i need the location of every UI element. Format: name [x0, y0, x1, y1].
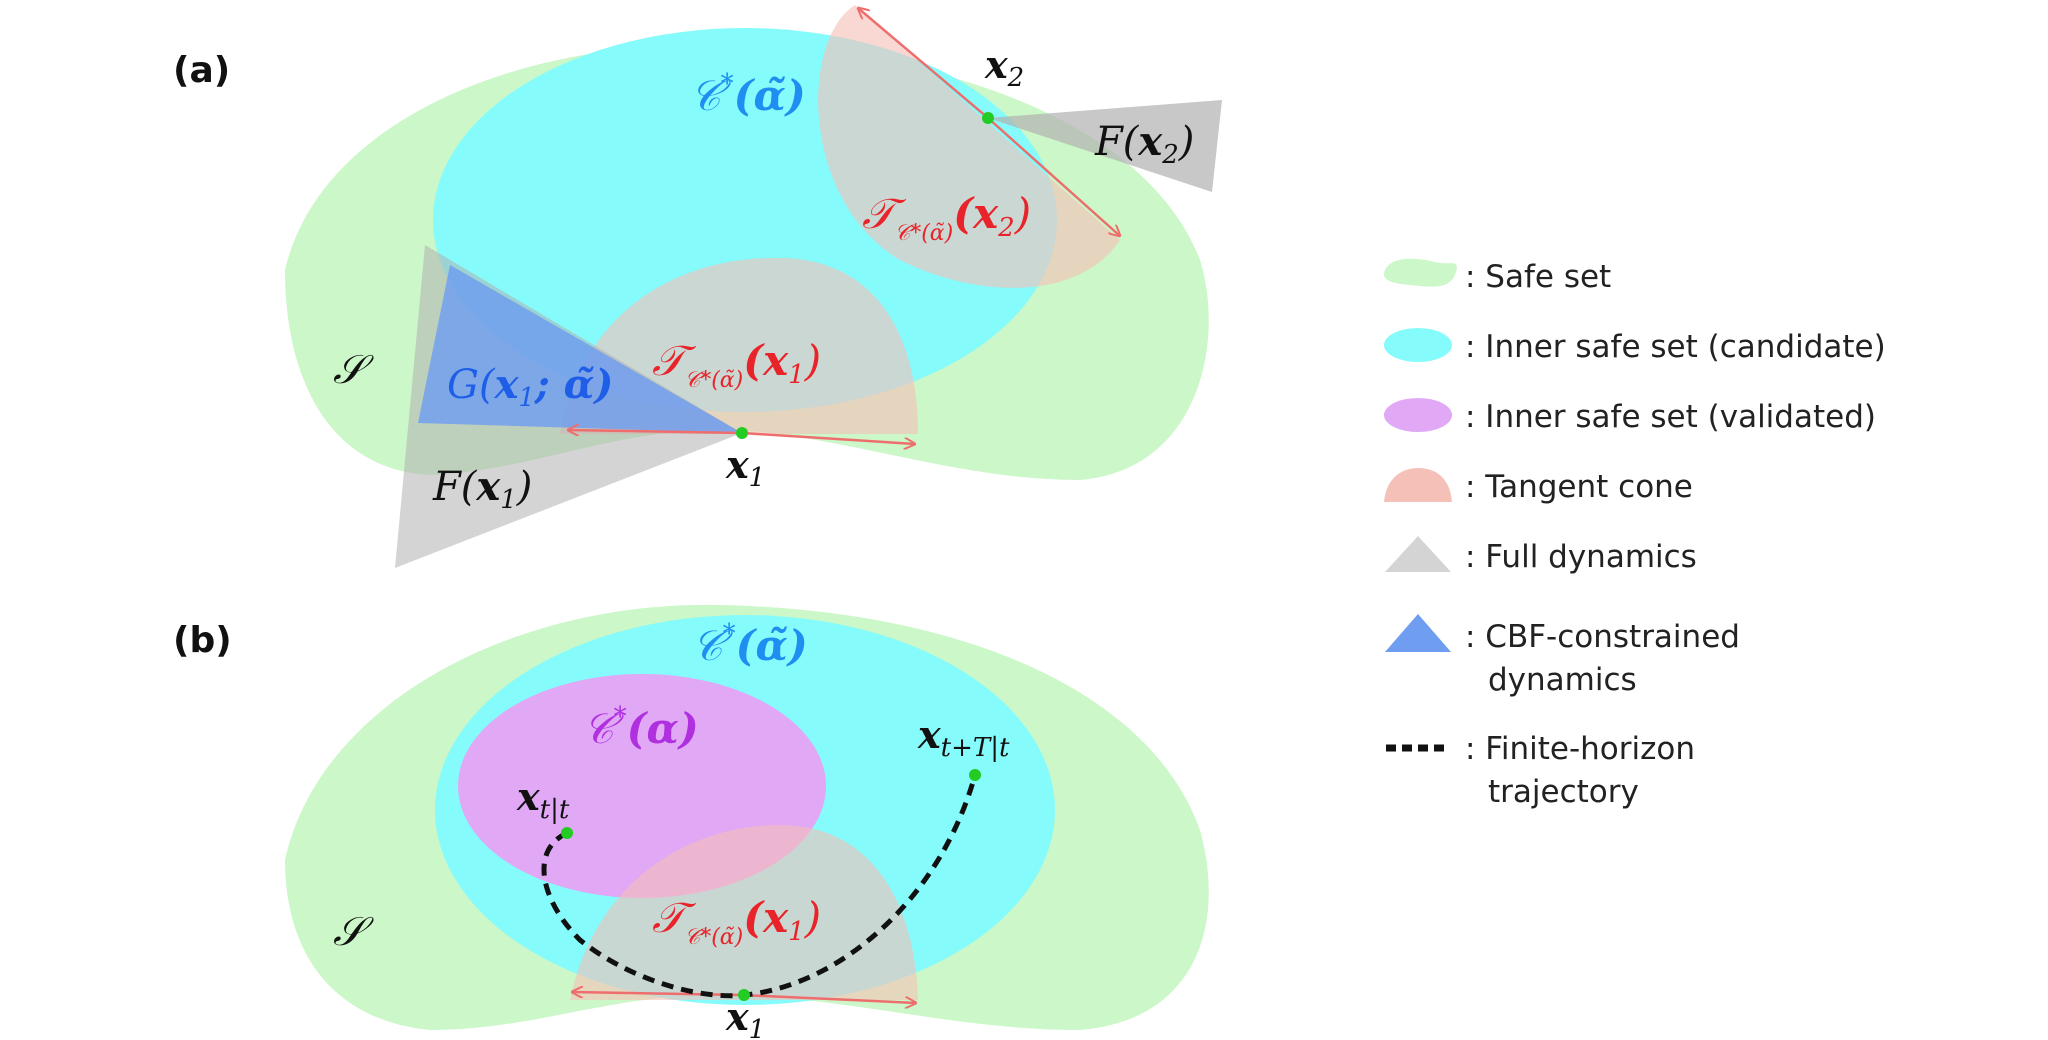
legend-label-candidate: : Inner safe set (candidate) — [1465, 329, 1886, 365]
point-end-label: xt+T|t — [917, 712, 1010, 763]
legend-swatch-validated — [1384, 398, 1452, 432]
legend: : Safe set : Inner safe set (candidate) … — [1384, 258, 1886, 810]
tangent-arrow-x1-right-b — [741, 993, 916, 1003]
point-x2-label-a: x2 — [984, 42, 1024, 93]
tangent-cone-x1-label-a: 𝒯𝒞*(α̃)(x1) — [652, 336, 821, 393]
tangent-arrow-x1-left — [568, 430, 743, 433]
tangent-arrow-x1-left-b — [572, 992, 743, 995]
legend-label-full: : Full dynamics — [1465, 539, 1697, 575]
point-x1-label-a: x1 — [725, 442, 765, 493]
legend-swatch-full — [1385, 536, 1451, 572]
point-x1-marker-b — [738, 989, 750, 1001]
panel-a: (a) 𝒮 𝒞*(α̃) 𝒯𝒞*(α̃)(x2) 𝒯𝒞*(α̃)(x1) F(x… — [173, 5, 1222, 568]
cbf-constrained-cone-x1 — [418, 265, 742, 433]
finite-horizon-trajectory — [541, 774, 978, 999]
tangent-arrow-x2-down — [987, 117, 1120, 236]
point-x1-marker — [736, 427, 748, 439]
full-dynamics-cone-x2 — [988, 100, 1222, 192]
tangent-cone-x1-label-b: 𝒯𝒞*(α̃)(x1) — [652, 893, 821, 950]
cbf-dynamics-x1-label: G(x1; α̃) — [447, 361, 613, 413]
point-start-label: xt|t — [516, 774, 570, 825]
full-dynamics-x1-label: F(x1) — [432, 463, 532, 515]
point-x2-marker — [982, 112, 994, 124]
tangent-arrow-x2-up — [858, 8, 989, 119]
full-dynamics-x2-label: F(x2) — [1094, 118, 1194, 170]
legend-label-trajectory: : Finite-horizon — [1465, 731, 1695, 767]
panel-a-label: (a) — [173, 50, 230, 91]
legend-label-trajectory-line2: trajectory — [1488, 774, 1639, 810]
legend-swatch-tangent — [1384, 468, 1452, 502]
tangent-arrow-x1-right — [741, 431, 915, 444]
tangent-cone-x1-b — [570, 825, 918, 1000]
legend-label-safe: : Safe set — [1465, 259, 1611, 295]
panel-b: (b) 𝒮 𝒞*(α̃) 𝒞*(α) 𝒯𝒞*(α̃)(x1) xt|t xt+T… — [173, 604, 1209, 1040]
legend-label-validated: : Inner safe set (validated) — [1465, 399, 1876, 435]
tangent-cone-x2 — [818, 5, 1120, 288]
legend-swatch-safe — [1384, 258, 1457, 287]
legend-label-tangent: : Tangent cone — [1465, 469, 1693, 505]
legend-swatch-candidate — [1384, 328, 1452, 362]
legend-swatch-cbf — [1385, 614, 1451, 652]
panel-b-label: (b) — [173, 620, 232, 661]
inner-candidate-label-b: 𝒞*(α̃) — [692, 619, 808, 670]
tangent-cone-x2-label: 𝒯𝒞*(α̃)(x2) — [862, 189, 1031, 246]
point-x1-label-b: x1 — [725, 994, 765, 1040]
legend-label-cbf-line2: dynamics — [1488, 662, 1637, 698]
inner-validated-label: 𝒞*(α) — [583, 702, 699, 753]
point-start-marker — [561, 827, 573, 839]
legend-label-cbf: : CBF-constrained — [1465, 619, 1740, 655]
point-end-marker — [969, 769, 981, 781]
inner-candidate-label-a: 𝒞*(α̃) — [690, 69, 806, 120]
